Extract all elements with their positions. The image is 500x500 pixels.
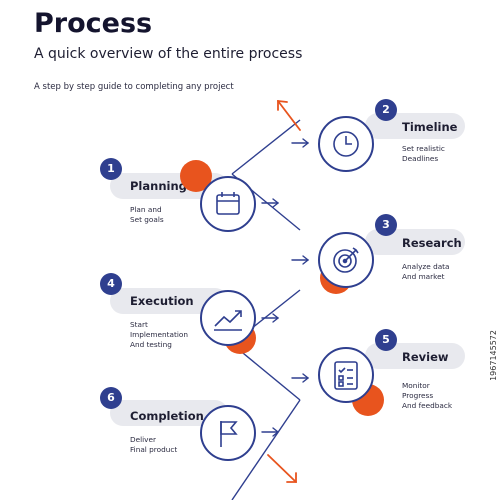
arrow-right-icon (261, 313, 280, 323)
flag-icon (220, 421, 238, 447)
arrow-right-icon (291, 138, 310, 148)
arrow-right-icon (261, 198, 280, 208)
connector-line (231, 119, 301, 175)
step-number-badge: 3 (375, 214, 397, 236)
step-title: Execution (130, 294, 194, 308)
clock-icon (333, 131, 359, 157)
tagline: A step by step guide to completing any p… (34, 82, 234, 92)
connector-line (231, 399, 301, 500)
stock-id-watermark: 1967145572 (489, 330, 498, 381)
checklist-icon (334, 361, 358, 390)
step-number-badge: 5 (375, 329, 397, 351)
step-title: Timeline (402, 120, 458, 134)
calendar-icon (216, 192, 240, 215)
page-subtitle: A quick overview of the entire process (34, 46, 303, 62)
step-title: Research (402, 236, 462, 250)
step-number-badge: 2 (375, 99, 397, 121)
step-icon-circle (318, 232, 374, 288)
step-number-badge: 1 (100, 158, 122, 180)
step-icon-circle (200, 290, 256, 346)
step-icon-circle (318, 116, 374, 172)
arrow-up-left-icon (277, 99, 301, 131)
target-icon (333, 247, 359, 273)
step-number-badge: 6 (100, 387, 122, 409)
arrow-down-right-icon (267, 454, 297, 483)
trend-chart-icon (214, 310, 242, 331)
step-title: Planning (130, 179, 187, 193)
arrow-right-icon (291, 373, 310, 383)
step-number-badge: 4 (100, 273, 122, 295)
step-title: Review (402, 350, 449, 364)
step-title: Completion (130, 409, 204, 423)
step-icon-circle (200, 405, 256, 461)
page-title: Process (34, 8, 153, 39)
step-icon-circle (318, 347, 374, 403)
arrow-right-icon (261, 427, 280, 437)
arrow-right-icon (291, 255, 310, 265)
step-icon-circle (200, 176, 256, 232)
